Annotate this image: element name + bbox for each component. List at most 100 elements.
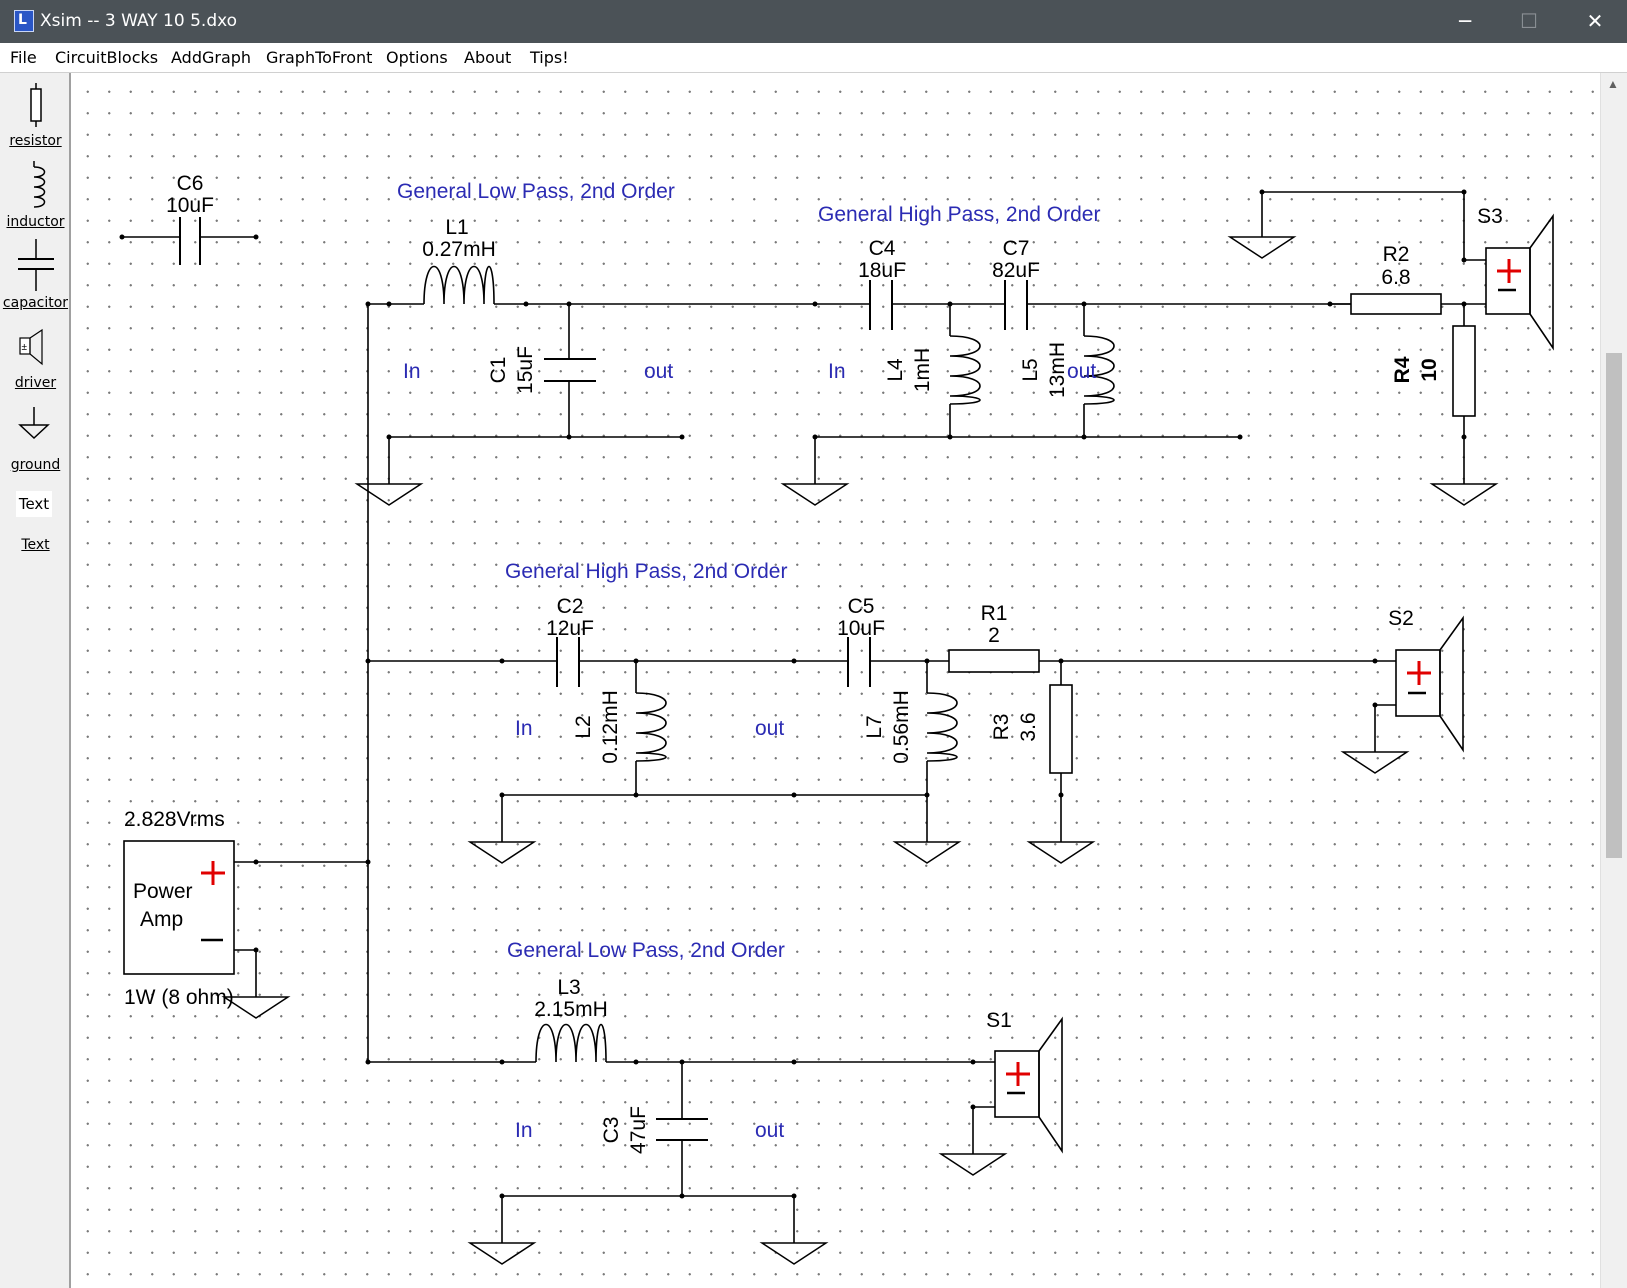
resistor-r1[interactable] [948,649,1040,673]
vertical-scrollbar[interactable]: ▲ [1600,73,1627,1288]
tool-ground[interactable]: ground [10,457,61,473]
capacitor-c7[interactable] [1004,280,1028,330]
l4-name: L4 [884,358,907,382]
schematic-canvas[interactable]: General Low Pass, 2nd Order General High… [71,73,1600,1288]
power-amp[interactable] [123,840,257,997]
capacitor-c5[interactable] [847,637,871,687]
c2-name: C2 [557,595,584,618]
driver-s2[interactable] [1395,615,1464,753]
l7-value: 0.56mH [890,690,913,764]
c6-name: C6 [177,172,204,195]
capacitor-icon[interactable] [12,239,60,291]
section-header: General Low Pass, 2nd Order [397,180,675,203]
inductor-l4[interactable] [949,304,981,437]
l2-value: 0.12mH [599,690,622,764]
inductor-icon[interactable] [22,161,50,211]
scroll-up-arrow-icon[interactable]: ▲ [1607,77,1619,91]
port-in-label: In [403,360,421,383]
l3-value: 2.15mH [534,998,608,1021]
l1-value: 0.27mH [422,238,496,261]
r2-value: 6.8 [1381,266,1410,289]
c4-name: C4 [869,237,896,260]
menu-about[interactable]: About [464,48,512,67]
app-icon: L [14,10,34,32]
port-in-label: In [515,717,533,740]
menu-circuitblocks[interactable]: CircuitBlocks [55,48,159,67]
ground-symbol [782,483,848,506]
resistor-icon[interactable] [22,83,50,127]
tool-text[interactable]: Text [21,537,50,553]
amp-voltage: 2.828Vrms [124,808,225,831]
port-out-label: out [644,360,673,383]
capacitor-c1[interactable] [544,304,596,437]
amp-power: 1W (8 ohm) [124,986,234,1009]
schematic: General Low Pass, 2nd Order General High… [119,172,1554,1265]
ground-icon[interactable] [18,407,50,441]
ground-symbol [469,841,535,864]
inductor-l2[interactable] [635,661,667,795]
s3-name: S3 [1477,205,1503,228]
r1-name: R1 [981,602,1008,625]
ground-symbol [761,1242,827,1265]
ground-symbol [940,1153,1006,1176]
capacitor-c2[interactable] [556,637,580,687]
inductor-l5[interactable] [1083,304,1115,437]
maximize-button[interactable]: ☐ [1520,9,1538,33]
c5-name: C5 [848,595,875,618]
c7-name: C7 [1003,237,1030,260]
c4-value: 18uF [858,259,906,282]
capacitor-c6[interactable] [122,217,256,265]
tool-driver[interactable]: driver [14,375,57,391]
c3-value: 47uF [627,1106,650,1154]
capacitor-c4[interactable] [869,280,893,330]
driver-icon[interactable]: ± [16,328,50,366]
amp-label-line1: Power [133,880,193,903]
resistor-r3[interactable] [1049,661,1073,842]
inductor-l7[interactable] [926,661,958,842]
c1-name: C1 [487,357,510,384]
ground-symbol [469,1242,535,1265]
component-toolbox: resistor inductor capacitor ± driver gro… [0,73,71,1288]
close-button[interactable]: ✕ [1586,9,1604,33]
ground-symbol [894,841,960,864]
svg-text:±: ± [22,342,28,353]
junction-dots [119,189,1467,1199]
title-bar: L Xsim -- 3 WAY 10 5.dxo ─ ☐ ✕ [0,0,1627,43]
r4-value: 10 [1418,358,1441,381]
r2-name: R2 [1383,243,1410,266]
l7-name: L7 [863,715,886,738]
s2-name: S2 [1388,607,1414,630]
ground-symbol [1028,841,1094,864]
text-tool-icon[interactable]: Text [16,491,52,517]
menu-graphtofront[interactable]: GraphToFront [266,48,373,67]
tool-capacitor[interactable]: capacitor [2,295,69,311]
c3-name: C3 [600,1117,623,1144]
ground-symbol [1342,751,1408,774]
amp-label-line2: Amp [140,908,183,931]
menu-options[interactable]: Options [386,48,448,67]
l3-name: L3 [557,976,580,999]
menu-addgraph[interactable]: AddGraph [171,48,252,67]
section-header: General Low Pass, 2nd Order [507,939,785,962]
port-in-label: In [515,1119,533,1142]
s1-name: S1 [986,1009,1012,1032]
resistor-r4[interactable] [1452,304,1476,484]
inductor-l3[interactable] [535,1024,607,1063]
resistor-r2[interactable] [1330,293,1486,315]
l5-name: L5 [1019,358,1042,381]
driver-s1[interactable] [994,1016,1063,1154]
c1-value: 15uF [514,346,537,394]
driver-s3[interactable] [1485,213,1554,351]
inductor-l1[interactable] [423,266,495,305]
minimize-button[interactable]: ─ [1458,9,1472,33]
tool-resistor[interactable]: resistor [9,133,62,149]
c6-value: 10uF [166,194,214,217]
l1-name: L1 [445,216,468,239]
tool-inductor[interactable]: inductor [6,214,65,230]
menu-tips[interactable]: Tips! [530,48,569,67]
r3-name: R3 [990,714,1013,741]
capacitor-c3[interactable] [656,1062,708,1196]
scrollbar-thumb[interactable] [1606,353,1622,858]
menu-file[interactable]: File [10,48,37,67]
l5-value: 13mH [1046,342,1069,398]
